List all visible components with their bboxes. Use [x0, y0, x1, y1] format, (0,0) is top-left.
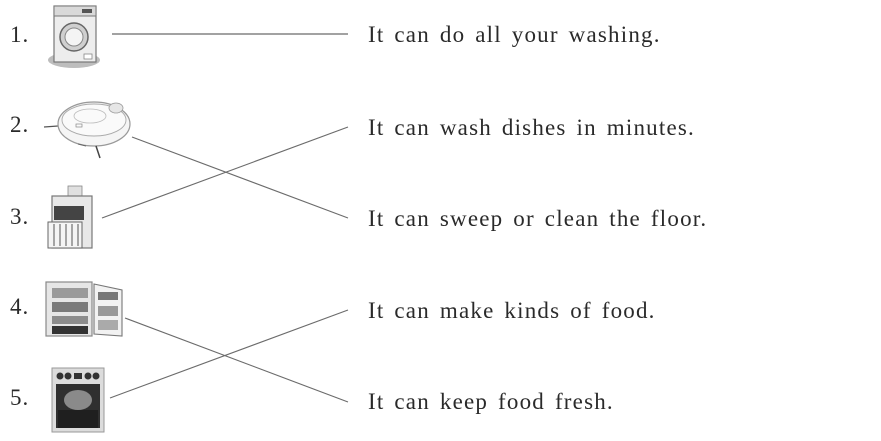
item-number-2: 2.: [10, 112, 30, 137]
refrigerator-icon: [45, 281, 123, 337]
oven-icon: [51, 367, 105, 433]
sentence-1: It can do all your washing.: [368, 22, 661, 47]
item-number-5: 5.: [10, 385, 30, 410]
item-number-3: 3.: [10, 204, 30, 229]
item-number-4: 4.: [10, 294, 30, 319]
sentence-5: It can keep food fresh.: [368, 389, 614, 414]
robot-vacuum-icon: [57, 101, 131, 159]
item-number-1: 1.: [10, 22, 30, 47]
sentence-3: It can sweep or clean the floor.: [368, 206, 708, 231]
match-line-2: [131, 136, 349, 219]
sentence-4: It can make kinds of food.: [368, 298, 656, 323]
match-line-4: [124, 317, 349, 403]
washing-machine-icon: [48, 5, 100, 68]
dishwasher-icon: [47, 185, 93, 249]
robot-brush-mark: [43, 125, 59, 128]
match-line-5: [109, 309, 349, 399]
match-line-3: [101, 126, 349, 219]
sentence-2: It can wash dishes in minutes.: [368, 115, 695, 140]
